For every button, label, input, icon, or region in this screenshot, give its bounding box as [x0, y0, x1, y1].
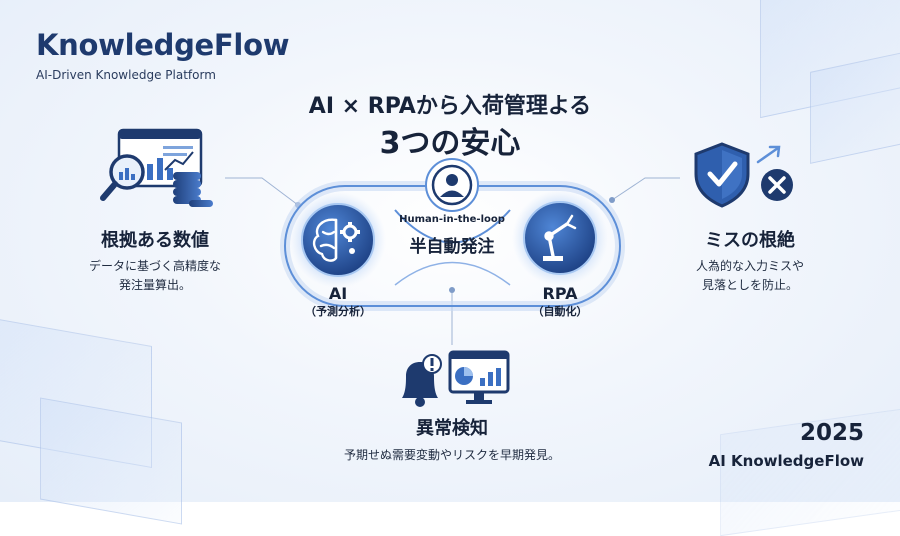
robot-arm-icon [543, 214, 577, 261]
human-node [425, 158, 479, 212]
ai-label: AI [328, 284, 348, 303]
ai-sublabel: （予測分析） [305, 305, 371, 318]
alert-monitor-icon [402, 350, 510, 407]
feature-desc-right-2: 見落としを防止。 [701, 278, 798, 292]
loop-track [280, 181, 625, 311]
feature-desc-left-1: データに基づく高精度な [88, 259, 221, 273]
footer-year: 2025 [799, 420, 864, 446]
arrow-up-right-icon [756, 145, 781, 164]
diagram-graphics [100, 128, 793, 407]
coin-stack [173, 172, 213, 207]
feature-title-left: 根拠ある数値 [101, 230, 209, 251]
rpa-node [512, 190, 608, 286]
headline-line1: AI × RPAから入荷管理よる [308, 94, 592, 119]
headline-line2: 3つの安心 [379, 126, 521, 161]
warning-icon [422, 354, 442, 374]
brand-name: KnowledgeFlow [36, 28, 290, 62]
rpa-sublabel: （自動化） [532, 305, 588, 318]
data-analysis-icon [100, 128, 213, 207]
connector-right [611, 177, 680, 201]
person-icon [446, 174, 458, 186]
monitor-icon [448, 350, 510, 404]
feature-desc-right-1: 人為的な入力ミスや [695, 259, 804, 273]
loop-label: Human-in-the-loop [399, 214, 505, 225]
feature-desc-bottom: 予期せぬ需要変動やリスクを早期発見。 [343, 448, 560, 462]
gear-icon [340, 222, 360, 254]
footer-product: AI KnowledgeFlow [708, 452, 864, 470]
ai-node [290, 192, 386, 288]
rpa-label: RPA [542, 284, 578, 303]
feature-desc-left-2: 発注量算出。 [118, 278, 191, 292]
feature-title-right: ミスの根絶 [705, 230, 795, 251]
feature-title-bottom: 異常検知 [416, 418, 488, 439]
brain-icon [312, 218, 338, 262]
brand-tagline: AI-Driven Knowledge Platform [36, 68, 216, 82]
shield-check-icon [694, 142, 750, 208]
close-icon [761, 169, 793, 201]
mode-label: 半自動発注 [409, 237, 495, 257]
brand: KnowledgeFlow AI-Driven Knowledge Platfo… [36, 28, 290, 82]
connector-left [225, 177, 299, 206]
